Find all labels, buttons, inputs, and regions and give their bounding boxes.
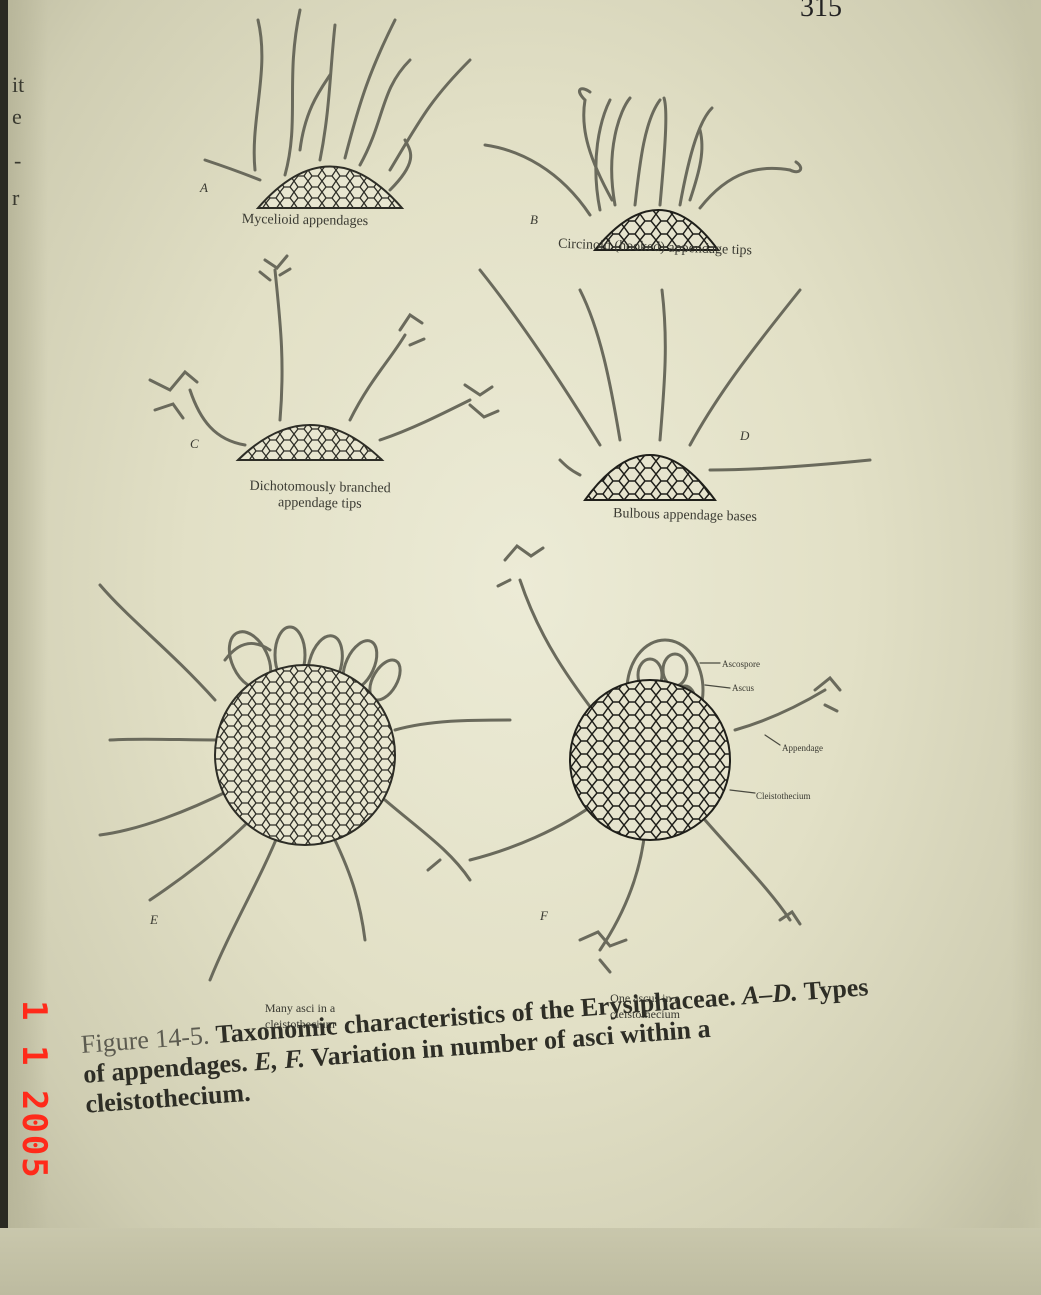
panel-letter-c: C [190, 436, 199, 452]
panel-letter-e: E [150, 912, 158, 928]
panel-letter-b: B [530, 212, 538, 228]
panel-a-drawing [205, 10, 470, 190]
caption-ref-ef: E, F. [253, 1044, 306, 1077]
caption-ref-ad: A–D. [741, 977, 799, 1010]
panel-a-cleistothecium [258, 167, 402, 209]
panel-d-cleistothecium [585, 455, 715, 500]
camera-date-stamp: 1 1 2005 [14, 1000, 54, 1030]
panel-letter-a: A [200, 180, 208, 196]
panel-c-label: Dichotomously branched appendage tips [185, 478, 456, 515]
callout-cleistothecium: Cleistothecium [756, 788, 811, 804]
callout-ascospore: Ascospore [722, 656, 760, 672]
callout-appendage: Appendage [782, 740, 823, 756]
panel-e-cleistothecium [215, 665, 395, 845]
callout-ascus: Ascus [732, 680, 754, 696]
panel-b-drawing [485, 89, 801, 215]
panel-letter-d: D [740, 428, 749, 444]
panel-c-drawing [150, 256, 498, 445]
panel-d-drawing [480, 270, 870, 475]
panel-f-cleistothecium [570, 680, 730, 840]
panel-letter-f: F [540, 908, 548, 924]
panel-c-cleistothecium [238, 425, 382, 460]
